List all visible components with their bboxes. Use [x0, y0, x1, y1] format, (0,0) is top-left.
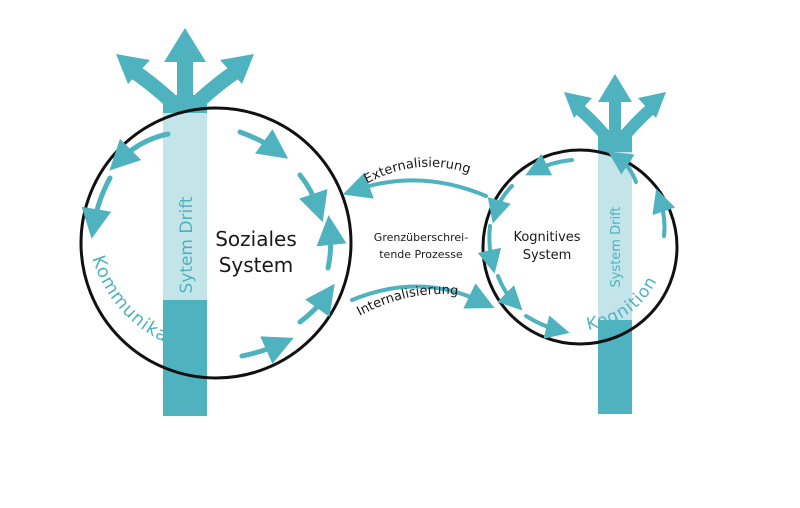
right-trunk-lower [598, 320, 632, 414]
right-drift-label: System Drift [609, 206, 624, 287]
left-cycle-arrow [81, 175, 113, 239]
bridge-arrows [342, 172, 495, 309]
right-branch-arrows [564, 74, 666, 138]
right-cycle-arrow [477, 224, 502, 274]
left-cycle-arrow [109, 131, 171, 171]
left-cycle-arrows [81, 129, 347, 364]
internalisierung-label: Internalisierung [354, 283, 459, 320]
right-cycle-arrow [496, 274, 523, 311]
left-trunk-lower [163, 300, 207, 416]
left-branch-arrows [116, 28, 254, 106]
left-cycle-arrow [297, 172, 328, 223]
externalisierung-arrow [342, 172, 488, 199]
right-trunk-upper [598, 130, 632, 152]
left-cycle-arrow [239, 336, 294, 364]
right-trunk [564, 74, 666, 414]
right-system-title-line2: System [523, 248, 571, 263]
left-drift-label: Sytem Drift [177, 196, 197, 293]
right-trunk-inner [598, 150, 632, 320]
internalisierung-label-path: Internalisierung [354, 283, 459, 320]
right-system-circle [481, 148, 679, 346]
bridge-center-line1: Grenzüberschrei- [374, 231, 468, 244]
right-cycle-arrow [487, 184, 514, 224]
right-cycle-arrow [652, 188, 676, 238]
right-cycle-arrow [524, 314, 570, 339]
right-cycle-arrow [525, 153, 574, 176]
left-cycle-arrow [297, 283, 335, 325]
bridge-center-line2: tende Prozesse [379, 248, 463, 261]
right-cycle-arrows [477, 151, 676, 339]
right-system-title-line1: Kognitives [513, 230, 580, 245]
left-cycle-arrow [316, 215, 347, 271]
left-trunk [116, 28, 254, 416]
right-cycle-arrow [608, 151, 638, 184]
internalisierung-arrow [350, 283, 495, 309]
left-system-circle [79, 106, 353, 380]
left-system-title-line1: Soziales [215, 227, 297, 251]
left-cycle-arrow [237, 129, 289, 159]
left-system-title-line2: System [219, 253, 294, 277]
left-trunk-inner [163, 110, 207, 300]
